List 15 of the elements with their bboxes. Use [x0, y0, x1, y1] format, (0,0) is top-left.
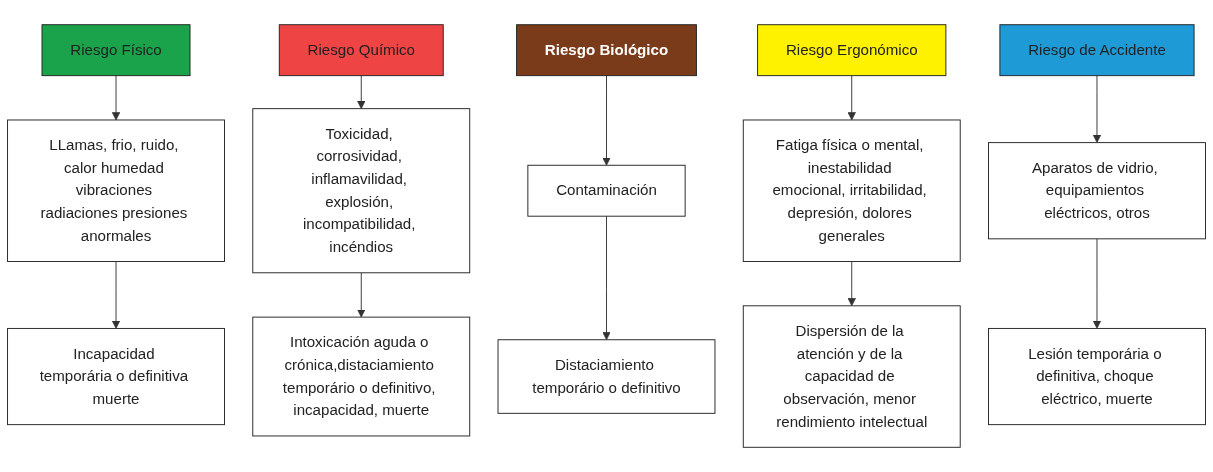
- node-box: Dispersión de la atención y de la capacidad de observación, menor rendimiento intelectual: [742, 305, 961, 448]
- node-box: Intoxicación aguda o crónica,distaciamiento temporário o definitivo, incapacidad, muerte: [252, 316, 471, 437]
- node-box: Fatiga física o mental, inestabilidad emocional, irritabilidad, depresión, dolores generales: [742, 119, 961, 262]
- node-box: Aparatos de vidrio, equipamientos eléctricos, otros: [988, 142, 1206, 240]
- node-box: Riesgo Químico: [278, 24, 444, 77]
- node-box: Lesión temporária o definitiva, choque eléctrico, muerte: [988, 327, 1206, 426]
- node-box: Riesgo Ergonómico: [757, 24, 947, 77]
- node-box: Incapacidad temporária o definitiva muerte: [7, 327, 225, 426]
- node-box: Contaminación: [527, 164, 686, 217]
- node-box: Toxicidad, corrosividad, inflamavilidad, explosión, incompatibilidad, incéndios: [252, 108, 471, 274]
- node-box: Distaciamiento temporário o definitivo: [497, 339, 716, 414]
- node-box: Riesgo Físico: [41, 24, 191, 77]
- node-box: Riesgo Biológico: [516, 24, 697, 77]
- node-box: LLamas, frio, ruido, calor humedad vibraciones radiaciones presiones anormales: [7, 119, 225, 262]
- node-box: Riesgo de Accidente: [999, 24, 1195, 77]
